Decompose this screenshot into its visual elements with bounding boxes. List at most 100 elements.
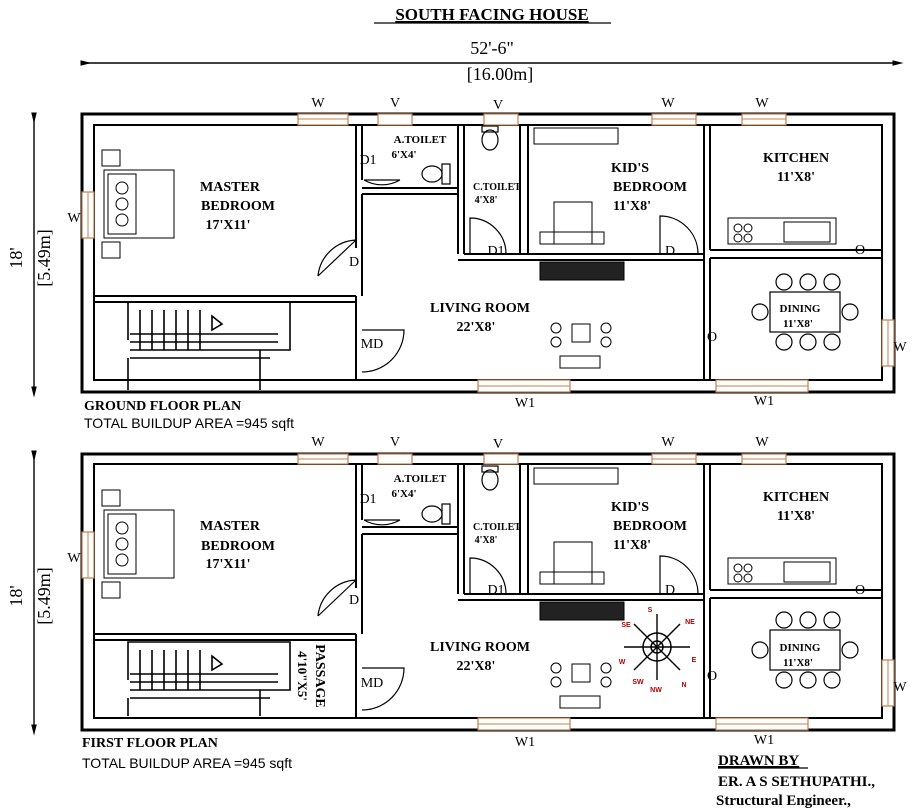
room-kids-name-1-first: KID'S [611, 500, 649, 515]
drawn-by-label: DRAWN BY [718, 753, 799, 769]
compass-sw: SW [632, 679, 644, 686]
master-bed [101, 149, 175, 259]
kitchen-counter [727, 217, 837, 245]
first-height-feet: 18' [6, 585, 26, 606]
room-master-name-2: BEDROOM [201, 199, 275, 214]
label-door-a-toilet-first: D1 [359, 492, 376, 507]
master-bed-first [101, 489, 175, 599]
label-window-master-left: W [67, 211, 81, 226]
drawn-by-name: ER. A S SETHUPATHI., [718, 774, 875, 790]
kitchen-counter-first [727, 557, 837, 585]
compass-se: SE [621, 622, 631, 629]
label-window-dining-right: W [893, 340, 907, 355]
compass-s: S [648, 607, 653, 614]
door-swings-first [317, 519, 880, 711]
door-swings [317, 179, 880, 373]
overall-width-feet: 52'-6" [470, 38, 514, 58]
label-window-kitchen-top-first: W [755, 435, 769, 450]
label-main-door-first: MD [361, 676, 384, 691]
label-window-master-left-first: W [67, 551, 81, 566]
label-vent-c-toilet-first: V [493, 437, 503, 452]
compass-ne: NE [685, 619, 695, 626]
interior-walls [94, 125, 882, 380]
label-opening-kitchen: O [855, 243, 865, 258]
dining-table [751, 273, 859, 351]
compass-e: E [692, 657, 697, 664]
label-main-door: MD [361, 337, 384, 352]
room-ctoilet-name: C.TOILET [473, 182, 521, 193]
room-dining-size: 11'X8' [783, 318, 813, 330]
label-opening-dining-first: O [707, 669, 717, 684]
label-door-kids-first: D [665, 583, 675, 598]
label-window-kids-top-first: W [661, 435, 675, 450]
interior-walls-first [94, 464, 882, 718]
compass-rose: N NE E SE S SW W NW [619, 607, 697, 694]
room-ctoilet-size: 4'X8' [475, 195, 498, 206]
staircase [127, 301, 291, 390]
ventilator-a-toilet-first [377, 453, 413, 465]
room-living-name-first: LIVING ROOM [430, 640, 530, 655]
toilet-fixtures-first [421, 465, 499, 525]
living-furniture [539, 261, 625, 369]
toilet-fixtures [421, 125, 499, 185]
staircase-first [127, 641, 291, 716]
room-dining-name: DINING [780, 303, 821, 315]
compass-w: W [619, 659, 626, 666]
compass-n: N [681, 682, 686, 689]
compass-nw: NW [650, 687, 662, 694]
ground-floor-area: TOTAL BUILDUP AREA =945 sqft [84, 415, 294, 431]
room-master-name-1-first: MASTER [200, 519, 261, 534]
room-passage-name: PASSAGE [312, 644, 327, 708]
room-atoilet-name: A.TOILET [394, 134, 447, 146]
first-floor-title: FIRST FLOOR PLAN [82, 736, 218, 751]
label-window-master-top-first: W [311, 435, 325, 450]
label-door-c-toilet-first: D1 [487, 583, 504, 598]
label-window-dining-bottom-first: W1 [754, 733, 774, 748]
label-window-living-bottom: W1 [515, 396, 535, 411]
kids-bed-first [533, 467, 619, 585]
room-kids-name-1: KID'S [611, 161, 649, 176]
label-door-a-toilet: D1 [359, 153, 376, 168]
room-kids-name-2: BEDROOM [613, 180, 687, 195]
label-window-kitchen-top: W [755, 96, 769, 111]
living-furniture-first [539, 601, 625, 709]
kids-bed [533, 127, 619, 245]
room-kitchen-size-first: 11'X8' [777, 509, 815, 524]
ventilator-c-toilet [483, 113, 519, 126]
ground-floor-plan: W V V W W W W W1 W1 D D1 D1 D MD O O MAS… [67, 96, 907, 411]
room-ctoilet-size-first: 4'X8' [475, 535, 498, 546]
label-opening-dining: O [707, 330, 717, 345]
ventilator-a-toilet [377, 113, 413, 126]
first-floor-plan: N NE E SE S SW W NW W V V W W W W W1 W1 … [67, 435, 907, 750]
room-kitchen-name-first: KITCHEN [763, 490, 829, 505]
label-window-living-bottom-first: W1 [515, 735, 535, 750]
room-living-size-first: 22'X8' [457, 659, 496, 674]
label-door-master-first: D [349, 593, 359, 608]
room-living-size: 22'X8' [457, 320, 496, 335]
label-window-dining-bottom: W1 [754, 394, 774, 409]
room-atoilet-size-first: 6'X4' [391, 488, 416, 500]
room-atoilet-size: 6'X4' [391, 149, 416, 161]
drawn-by-role: Structural Engineer., [716, 793, 851, 809]
room-atoilet-name-first: A.TOILET [394, 473, 447, 485]
room-master-size: 17'X11' [205, 218, 250, 233]
ground-height-meters: [5.49m] [34, 229, 54, 287]
room-kitchen-size: 11'X8' [777, 170, 815, 185]
label-window-dining-right-first: W [893, 680, 907, 695]
label-vent-a-toilet: V [390, 96, 400, 111]
room-master-size-first: 17'X11' [205, 557, 250, 572]
overall-width-meters: [16.00m] [467, 64, 534, 84]
room-dining-size-first: 11'X8' [783, 657, 813, 669]
room-master-name-2-first: BEDROOM [201, 539, 275, 554]
label-vent-a-toilet-first: V [390, 435, 400, 450]
ground-floor-title: GROUND FLOOR PLAN [84, 399, 241, 414]
room-ctoilet-name-first: C.TOILET [473, 522, 521, 533]
label-window-master-top: W [311, 96, 325, 111]
room-living-name: LIVING ROOM [430, 301, 530, 316]
label-window-kids-top: W [661, 96, 675, 111]
room-master-name-1: MASTER [200, 180, 261, 195]
drawing-title: SOUTH FACING HOUSE [395, 5, 588, 24]
room-dining-name-first: DINING [780, 642, 821, 654]
room-kitchen-name: KITCHEN [763, 151, 829, 166]
